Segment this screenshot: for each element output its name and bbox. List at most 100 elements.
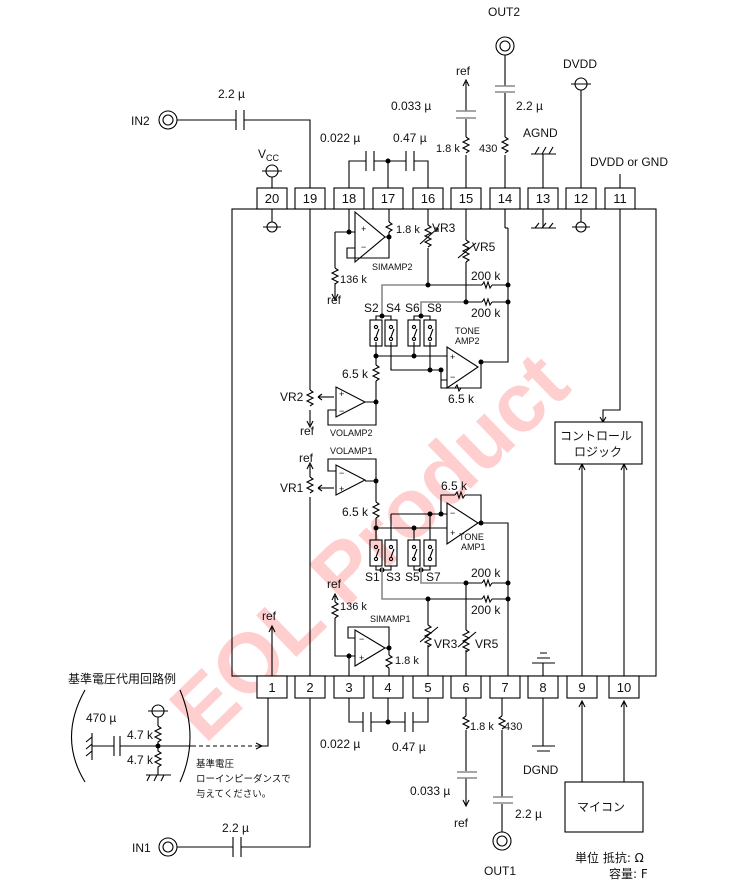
pin-number: 9 [578,680,585,695]
bottom-pin-row: 1 2 3 4 5 6 7 8 9 10 [256,675,640,699]
capacitor-icon [362,712,372,732]
pin-number: 17 [381,191,395,206]
pin-12: 12 [565,187,597,210]
pin-3: 3 [333,675,365,699]
pin-6: 6 [450,675,482,699]
units-resistance: 単位 抵抗: Ω [575,850,644,865]
pin-number: 1 [268,680,275,695]
pin-13: 13 [527,187,559,210]
pin-1: 1 [256,675,288,699]
pin-number: 11 [613,191,627,206]
minus-sign: − [359,634,364,644]
capacitor-icon [232,837,242,857]
resistor-icon [330,267,340,285]
vr3-top-label: VR3 [432,221,456,235]
ref-note-3: 与えてください。 [196,789,271,800]
resistor-icon [454,490,466,500]
dgnd-label: DGND [523,763,559,777]
c-16-label: 0.47 µ [393,131,427,145]
ref-circuit-title: 基準電圧代用回路例 [68,671,176,686]
capacitor-icon [493,796,513,804]
vr1-potentiometer-icon [305,476,334,494]
pin-number: 4 [384,680,391,695]
c-15-label: 0.033 µ [391,99,431,113]
r-7-label: 430 [504,721,522,733]
pin-number: 14 [498,191,512,206]
toneamp1-label-1: TONE [459,532,484,542]
pin-number: 18 [342,191,356,206]
ref-r-top-label: 4.7 k [127,728,154,742]
pin-5: 5 [412,675,444,699]
vr5-variable-resistor-icon [457,629,477,653]
ref-r-bot-label: 4.7 k [127,753,154,767]
toneamp1-label-2: AMP1 [461,542,486,552]
control-logic-label-1: コントロール [560,429,632,443]
dvdd-or-gnd-label: DVDD or GND [590,155,668,169]
r-65k-c-label: 6.5 k [342,505,369,519]
analog-ground-icon [85,733,93,760]
capacitor-icon [113,736,121,756]
pin-number: 2 [306,680,313,695]
r-sim2-fb-label: 1.8 k [396,224,420,236]
pin-14: 14 [489,187,521,210]
pin-17: 17 [372,187,404,210]
pin-15: 15 [450,187,482,210]
pin-number: 10 [617,680,631,695]
top-pin-row: 20 19 18 17 16 15 14 13 12 11 [256,187,636,210]
pin-20: 20 [256,187,288,210]
volamp2-opamp-icon [335,386,367,418]
power-terminal-icon [572,221,590,233]
switch-label: S7 [426,570,441,584]
pin-2: 2 [294,675,326,699]
dvdd-label: DVDD [563,57,597,71]
pin-number: 19 [303,191,317,206]
r-200k-c-label: 200 k [471,566,501,580]
pin-7: 7 [489,675,521,699]
pin-number: 7 [501,680,508,695]
vr1-label: VR1 [280,481,304,495]
in2-jack-icon [158,110,178,130]
switch-label: S4 [386,301,401,315]
toneamp2-label-1: TONE [455,326,480,336]
resistor-icon [500,136,510,154]
pin-18: 18 [333,187,365,210]
power-terminal-icon [148,704,168,726]
pin-16: 16 [412,187,444,210]
capacitor-icon [495,85,515,93]
switch-group-bottom [369,539,437,573]
ic-body [231,208,657,677]
vr2-potentiometer-icon [305,389,334,407]
simamp2-opamp-icon [354,210,386,264]
ref-label: ref [300,424,315,438]
out1-jack-icon [492,831,512,851]
power-terminal-icon [263,221,281,233]
r-65k-d-label: 6.5 k [441,479,468,493]
vcc-label: VCC [258,147,280,163]
r-6-label: 1.8 k [470,721,494,733]
minus-sign: − [450,508,455,518]
r-65k-b-label: 6.5 k [448,392,475,406]
ref-label: ref [454,816,469,830]
resistor-icon [384,221,394,233]
resistor-icon [497,715,507,730]
out2-jack-icon [495,36,515,56]
pin-10: 10 [608,675,640,699]
minus-sign: − [361,242,366,252]
pin-number: 5 [424,680,431,695]
resistor-icon [371,501,381,519]
bracket-right [179,689,191,783]
switch-label: S3 [386,570,401,584]
switch-label: S8 [427,301,442,315]
plus-sign: + [450,528,455,538]
capacitor-icon [456,110,476,119]
pin-8: 8 [527,675,559,699]
pin-4: 4 [372,675,404,699]
units-capacitance: 容量: F [609,866,648,881]
analog-ground-icon [146,774,171,782]
pin-19: 19 [294,187,326,210]
bracket-left [71,689,86,783]
resistor-icon [481,280,493,290]
switch-label: S5 [405,570,420,584]
in2-label: IN2 [131,114,150,128]
